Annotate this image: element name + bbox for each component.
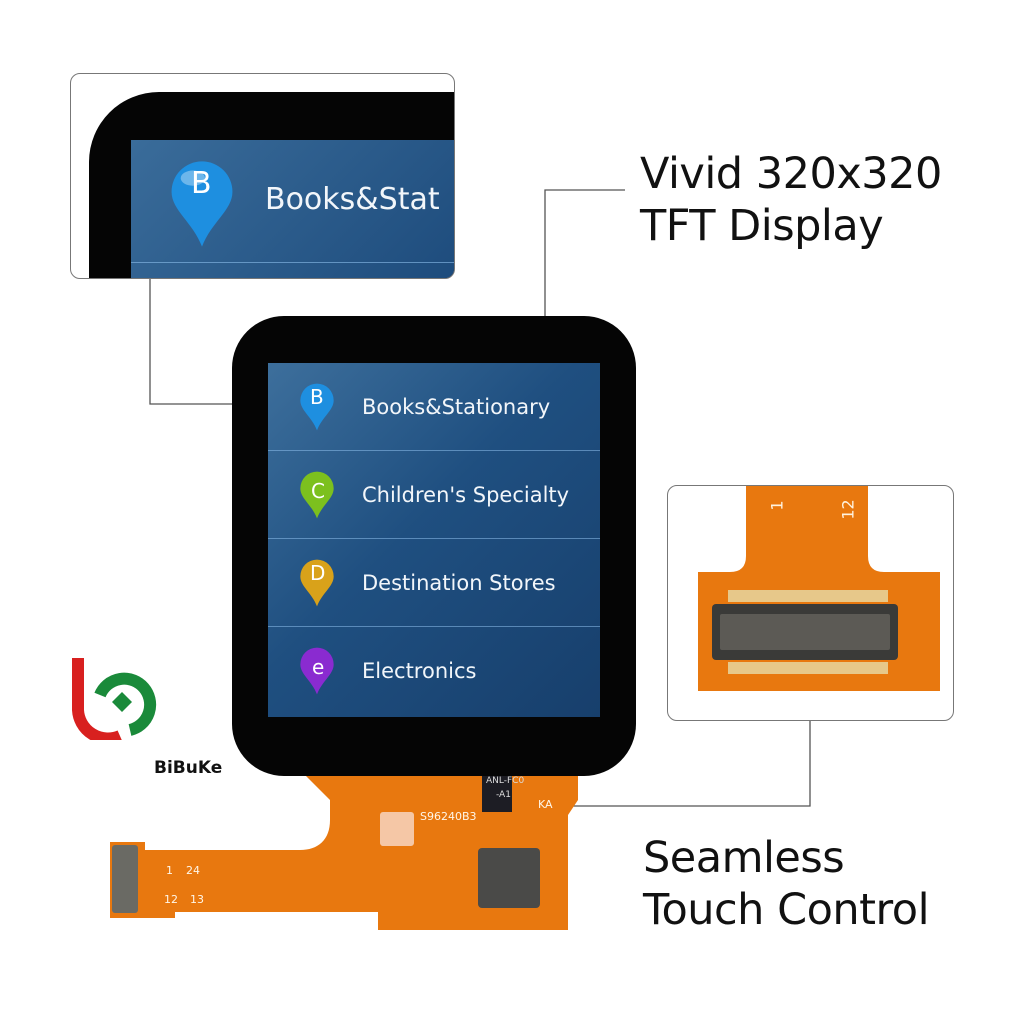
tail-pin-12: 12 [164, 893, 178, 906]
screen-zoom-inset: B Books&Stat [70, 73, 455, 279]
touch-headline-line1: Seamless [643, 833, 845, 883]
brand-name: BiBuKe [154, 758, 223, 778]
pin-marker-icon [300, 647, 334, 695]
chip-label-1: ANL-FC0 [486, 776, 525, 786]
menu-item-books[interactable]: B Books&Stationary [268, 363, 600, 451]
menu-letter: e [312, 655, 325, 679]
chip-label-2: -A1 [496, 790, 511, 800]
menu-label: Children's Specialty [362, 482, 570, 507]
menu-letter: B [310, 385, 324, 409]
ka-label: KA [538, 798, 553, 811]
menu-item-electronics[interactable]: e Electronics [268, 627, 600, 715]
brand-logo: BiBuKe [70, 640, 240, 780]
pin-marker-icon [300, 383, 334, 430]
display-headline-line1: Vivid 320x320 [640, 149, 942, 199]
connector-pin-12-label: 12 [838, 499, 858, 520]
tail-pin-1: 1 [166, 864, 173, 877]
connector-pin-1-label: 1 [767, 500, 787, 511]
menu-label: Destination Stores [362, 570, 556, 595]
zoomed-screen: B Books&Stat [131, 140, 454, 278]
menu-letter: C [311, 479, 325, 503]
tail-pin-13: 13 [190, 893, 204, 906]
zoom-label: Books&Stat [265, 182, 440, 217]
pin-marker-icon [300, 559, 334, 606]
touch-headline: Seamless Touch Control [643, 832, 930, 936]
zoom-pin-letter: B [191, 166, 212, 201]
menu-item-destination[interactable]: D Destination Stores [268, 539, 600, 627]
menu-label: Electronics [362, 659, 477, 683]
menu-item-children[interactable]: C Children's Specialty [268, 451, 600, 539]
tft-screen: B Books&Stationary C Children's Specialt… [268, 363, 600, 717]
touch-headline-line2: Touch Control [643, 885, 930, 935]
display-headline: Vivid 320x320 TFT Display [640, 148, 942, 252]
fpc-part-code: S96240B3 [420, 810, 477, 823]
fpc-connector-image [698, 486, 940, 691]
pin-marker-icon [171, 161, 233, 247]
display-module: B Books&Stationary C Children's Specialt… [232, 316, 636, 776]
menu-label: Books&Stationary [362, 394, 551, 419]
pin-marker-icon [300, 471, 334, 518]
tail-pin-24: 24 [186, 864, 200, 877]
menu-letter: D [310, 561, 326, 585]
brand-logo-mark [72, 658, 157, 745]
display-headline-line2: TFT Display [640, 201, 884, 251]
connector-zoom-inset: 1 12 [667, 485, 954, 721]
